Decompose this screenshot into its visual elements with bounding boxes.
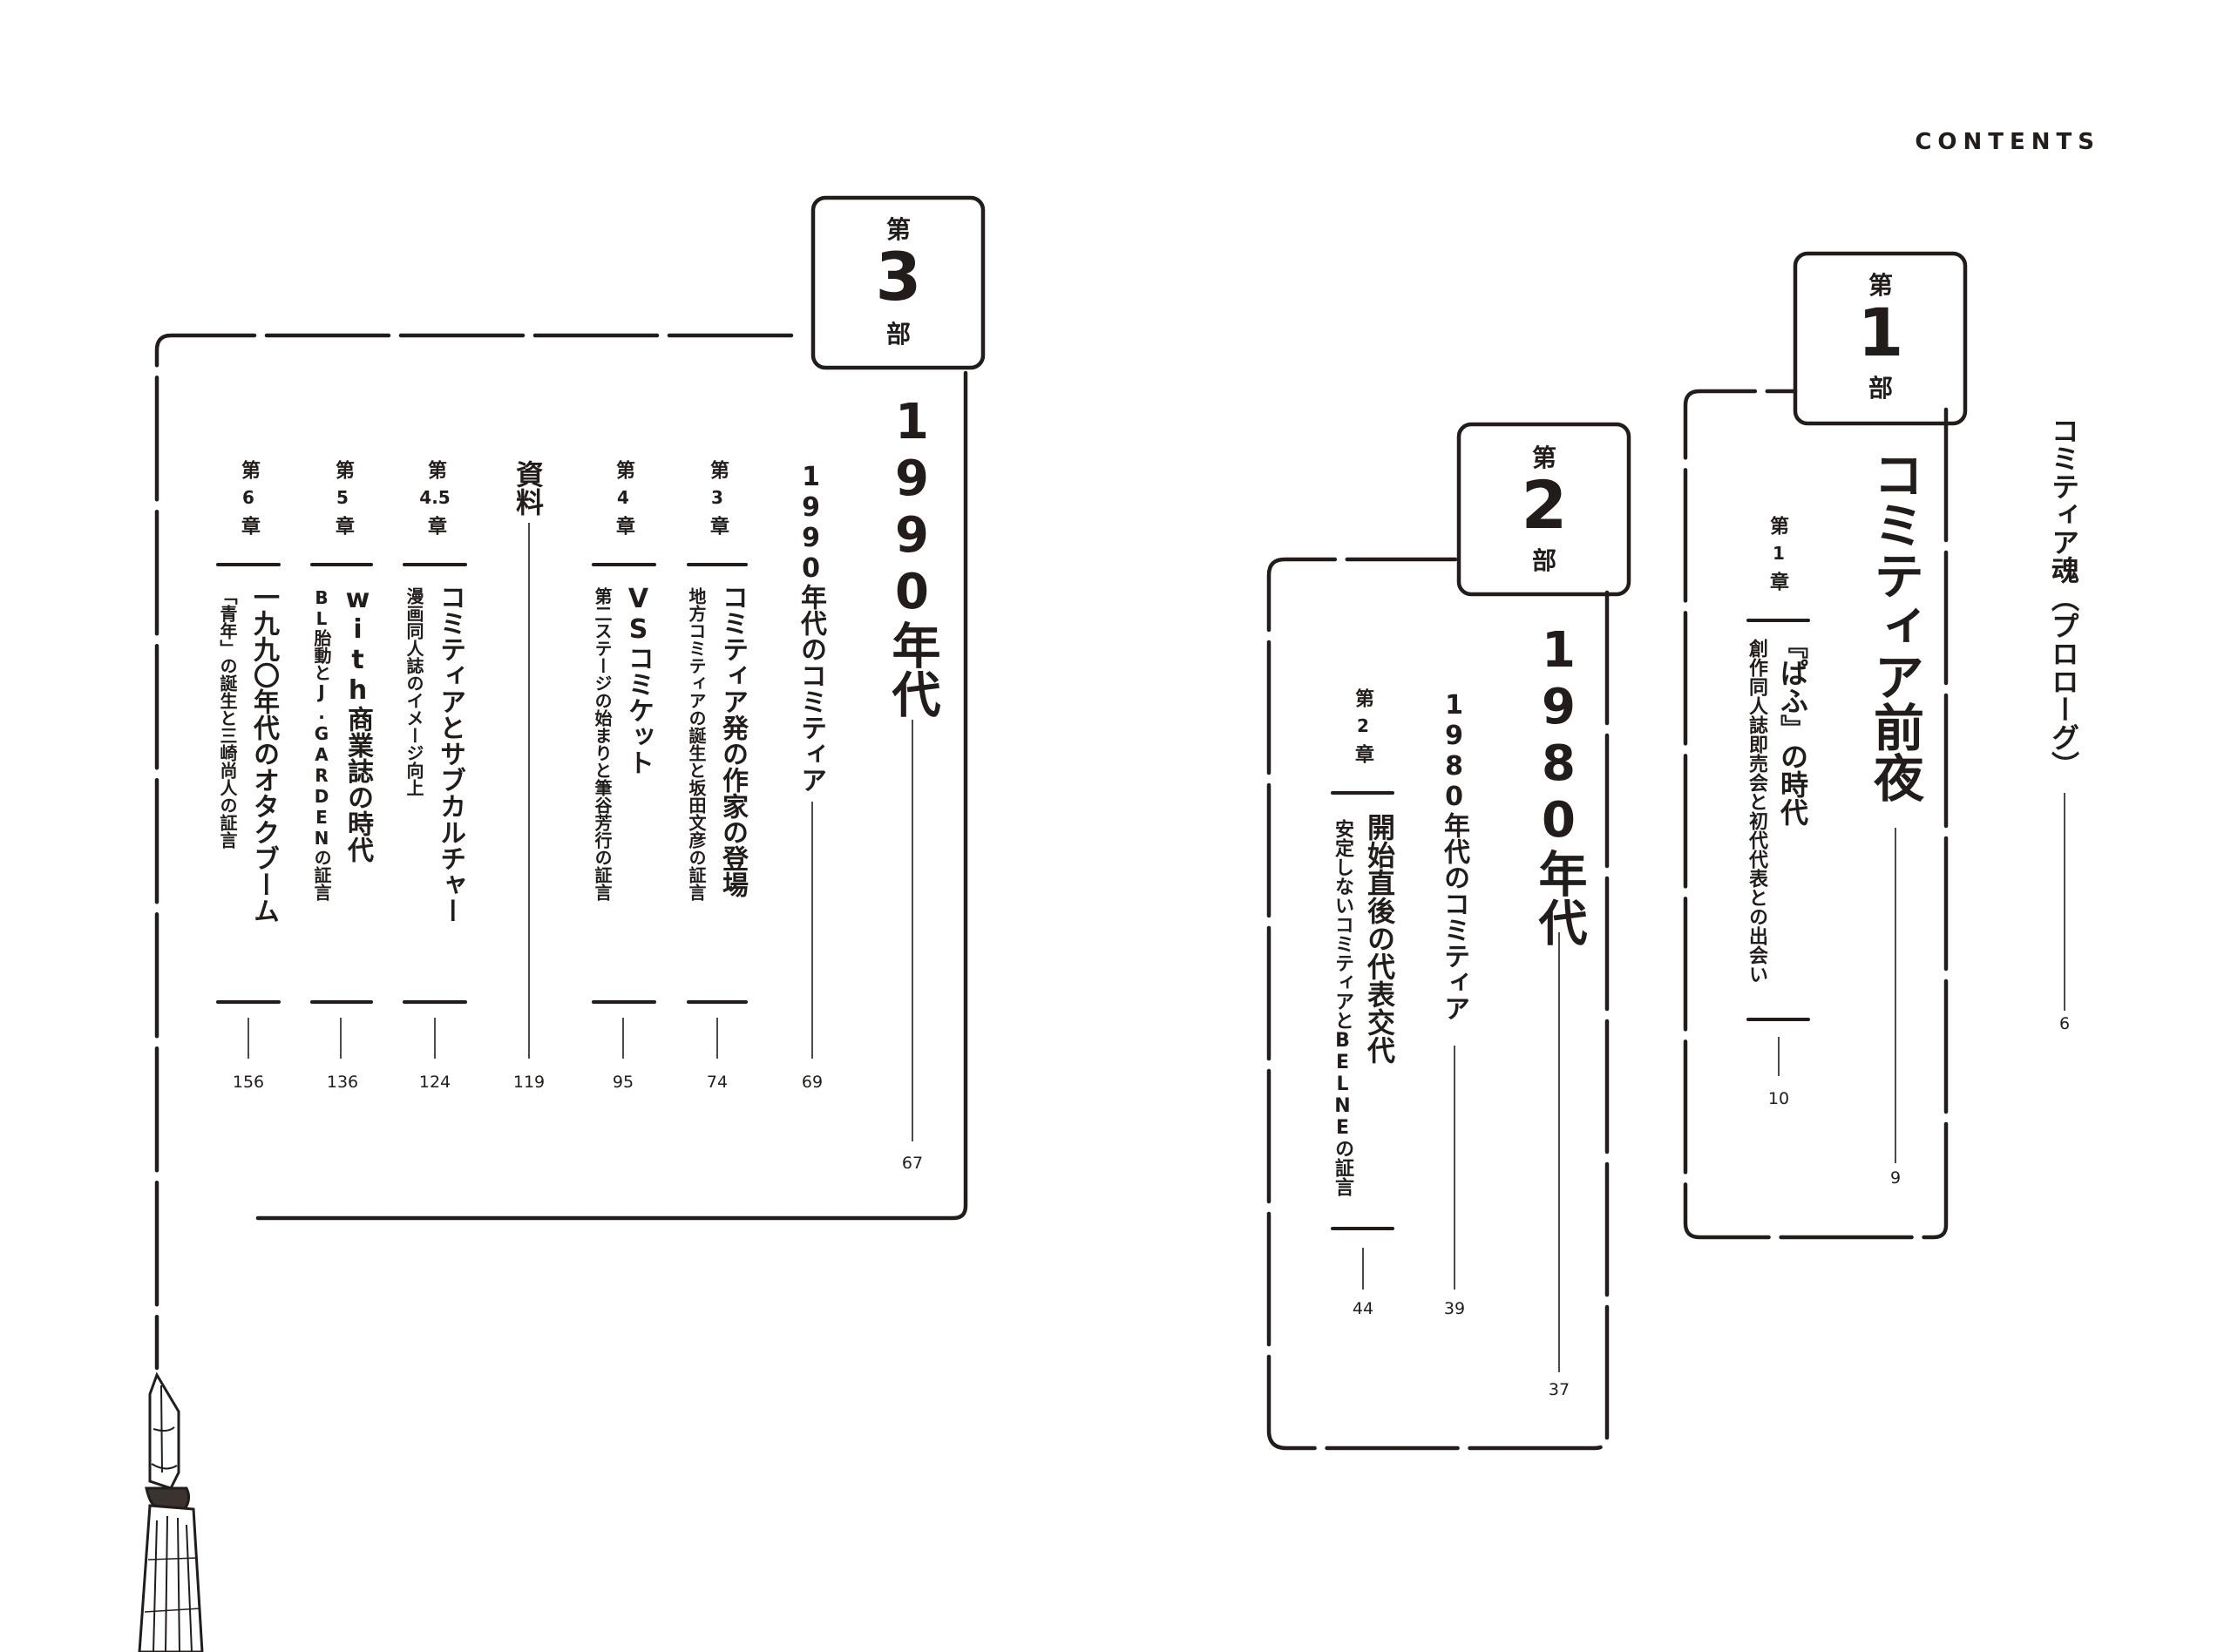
ch45-label-top: 第 (424, 460, 446, 479)
ch2-label-bottom: 章 (1352, 744, 1373, 763)
part3-intro-page: 69 (801, 1073, 824, 1092)
ch5-page: 136 (326, 1073, 359, 1092)
ch1-page: 10 (1767, 1089, 1790, 1108)
part1-badge (1793, 251, 1968, 426)
ch4-number: 4 (617, 487, 629, 508)
ch1-label-top: 第 (1766, 516, 1788, 535)
part2-badge (1456, 422, 1631, 597)
ch5-label-top: 第 (332, 460, 354, 479)
ch2-title[interactable]: 開始直後の代表交代 (1363, 813, 1396, 1064)
ch4-title[interactable]: VSコミケット (623, 584, 654, 775)
ch6-label-top: 第 (238, 460, 260, 479)
part3-frame (255, 370, 968, 1221)
part2-title[interactable]: 1980年代 (1530, 622, 1587, 946)
part1-title[interactable]: コミティア前夜 (1865, 449, 1924, 802)
part2-page: 37 (1548, 1380, 1570, 1399)
ch3-subtitle: 地方コミティアの誕生と坂田文彦の証言 (686, 587, 707, 901)
ch1-subtitle: 創作同人誌即売会と初代代表との出会い (1746, 639, 1767, 984)
ch2-subtitle: 安定しないコミティアとBELNEの証言 (1332, 819, 1353, 1196)
materials-page: 119 (512, 1073, 546, 1092)
part2-frame (1266, 557, 1610, 1451)
part3-badge (810, 195, 986, 370)
part3-title[interactable]: 1990年代 (884, 394, 940, 718)
ch3-number: 3 (711, 487, 723, 508)
part2-intro-title[interactable]: 1980年代のコミティア (1439, 690, 1469, 1021)
ch2-number: 2 (1357, 715, 1369, 736)
ch5-subtitle: BL胎動とJ.GARDENの証言 (311, 587, 332, 901)
ch6-label-bottom: 章 (238, 516, 260, 535)
ch4-page: 95 (612, 1073, 634, 1092)
ch3-label-bottom: 章 (707, 516, 729, 535)
part3-intro-title[interactable]: 1990年代のコミティア (796, 462, 826, 793)
part2-intro-page: 39 (1443, 1299, 1466, 1318)
ch2-page: 44 (1352, 1299, 1374, 1318)
ch3-label-top: 第 (707, 460, 729, 479)
part1-frame (1683, 389, 1949, 1240)
ch5-label-bottom: 章 (332, 516, 354, 535)
part3-page: 67 (901, 1154, 924, 1173)
prologue-title[interactable]: コミティア魂（プロローグ） (2047, 416, 2080, 779)
ch45-subtitle: 漫画同人誌のイメージ向上 (403, 587, 424, 796)
ch1-number: 1 (1773, 543, 1785, 564)
part3-label-bottom: 部 (885, 320, 911, 349)
ch6-subtitle: 「青年」の誕生と三崎尚人の証言 (217, 587, 238, 849)
contents-title: CONTENTS (1915, 129, 2100, 155)
ch5-title[interactable]: with商業誌の時代 (342, 584, 373, 863)
ch1-label-bottom: 章 (1766, 572, 1788, 591)
ch45-page: 124 (418, 1073, 451, 1092)
ch4-label-top: 第 (613, 460, 634, 479)
part1-label-top: 第 (1868, 271, 1893, 300)
part1-number: 1 (1857, 294, 1904, 371)
part1-label-bottom: 部 (1868, 374, 1893, 403)
ch4-subtitle: 第二ステージの始まりと筆谷芳行の証言 (592, 587, 613, 901)
ch5-number: 5 (336, 487, 349, 508)
part1-page: 9 (1889, 1168, 1902, 1188)
part2-number: 2 (1521, 466, 1568, 544)
part3-number: 3 (875, 238, 922, 315)
ch6-title[interactable]: 一九九〇年代のオタクブーム (248, 584, 279, 924)
part3-frame-top (154, 333, 794, 1371)
ch2-label-top: 第 (1352, 688, 1373, 708)
ch6-number: 6 (242, 487, 254, 508)
materials-label[interactable]: 資料 (512, 460, 545, 516)
part3-label-top: 第 (885, 215, 911, 244)
ch45-title[interactable]: コミティアとサブカルチャー (435, 584, 465, 924)
pen-illustration (138, 1371, 204, 1652)
ch45-label-bottom: 章 (424, 516, 446, 535)
ch3-page: 74 (706, 1073, 729, 1092)
ch3-title[interactable]: コミティア発の作家の登場 (717, 584, 748, 897)
ch1-title[interactable]: 『ぱふ』の時代 (1776, 631, 1809, 826)
ch45-number: 4.5 (419, 487, 451, 508)
ch6-page: 156 (232, 1073, 265, 1092)
part2-label-top: 第 (1531, 443, 1556, 472)
ch4-label-bottom: 章 (613, 516, 634, 535)
part2-label-bottom: 部 (1531, 546, 1556, 575)
prologue-page: 6 (2058, 1014, 2071, 1033)
